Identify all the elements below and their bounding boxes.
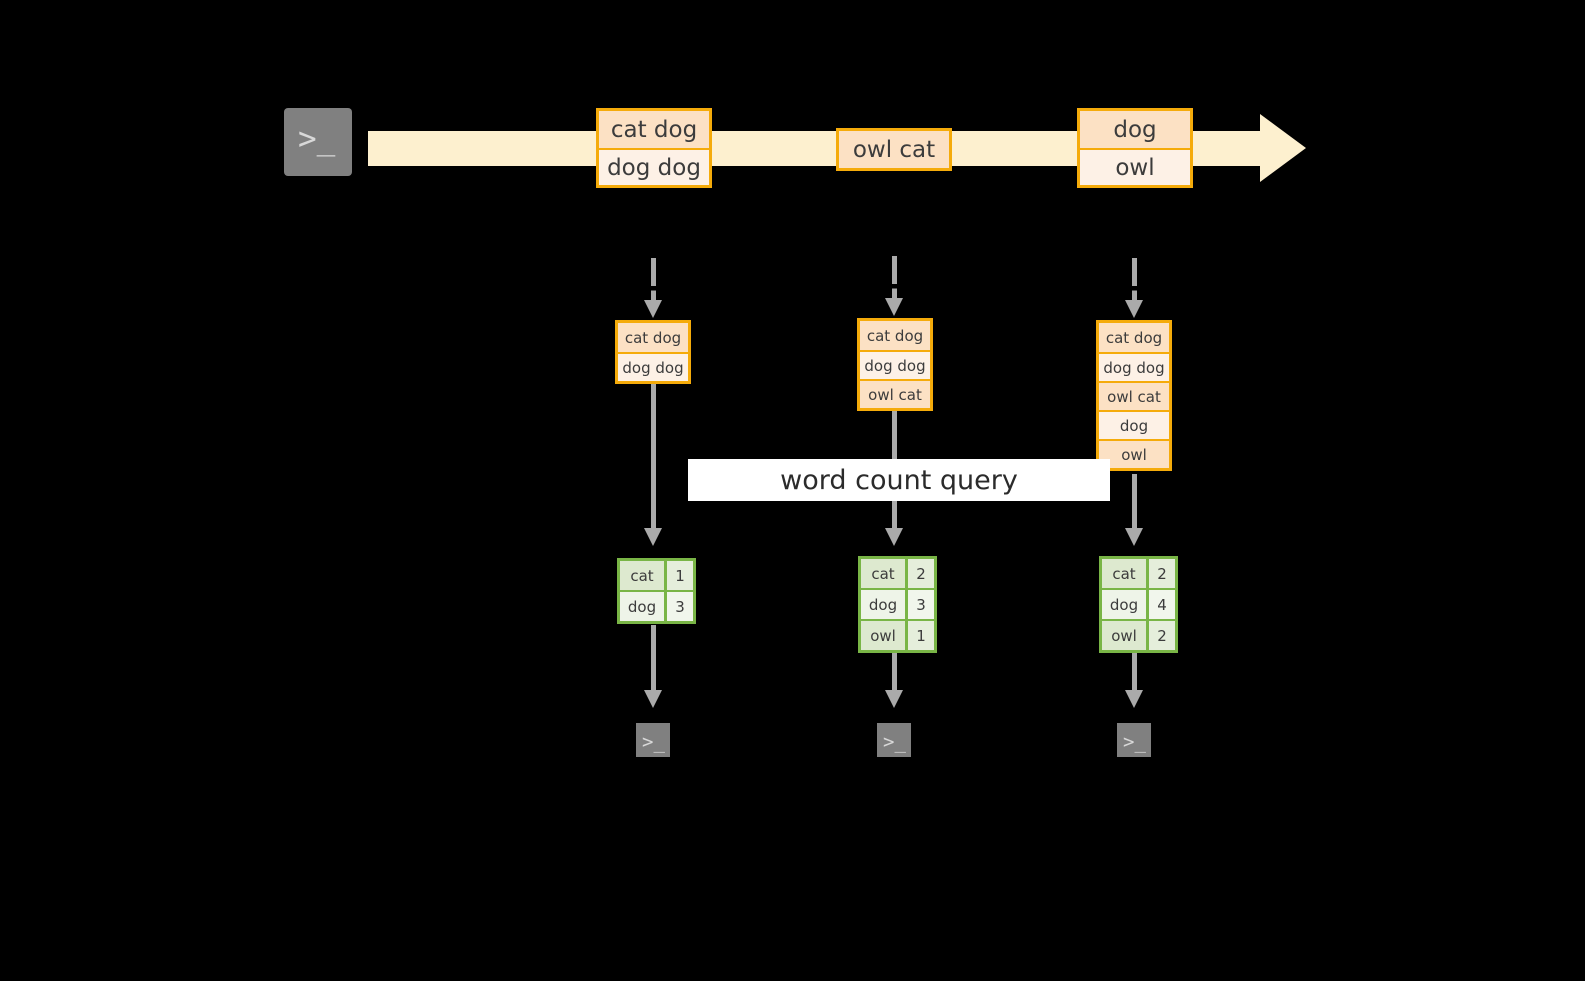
result-word: dog — [1102, 590, 1149, 619]
stream-record: cat dog — [599, 111, 709, 148]
stream-to-state-connector-2 — [892, 256, 897, 301]
stream-record: owl — [1080, 148, 1190, 185]
stream-record: owl cat — [839, 131, 949, 168]
result-table-1: cat 1 dog 3 — [617, 558, 696, 624]
arrowhead-icon — [643, 690, 662, 708]
result-word: cat — [1102, 559, 1149, 588]
state-record: dog dog — [1099, 352, 1169, 381]
state-record: cat dog — [618, 323, 688, 352]
result-count: 3 — [667, 592, 693, 621]
result-count: 1 — [908, 621, 934, 650]
table-row: owl 1 — [861, 619, 934, 650]
result-count: 2 — [908, 559, 934, 588]
state-record: dog — [1099, 410, 1169, 439]
result-count: 2 — [1149, 621, 1175, 650]
state-record: dog dog — [860, 350, 930, 379]
result-count: 4 — [1149, 590, 1175, 619]
arrowhead-icon — [884, 298, 903, 316]
arrowhead-icon — [1124, 300, 1143, 318]
table-row: cat 2 — [1102, 559, 1175, 588]
state-record: owl cat — [860, 379, 930, 408]
stream-to-state-connector-1 — [651, 258, 656, 303]
terminal-prompt-icon: >_ — [1123, 731, 1146, 753]
result-to-sink-connector-1 — [651, 625, 656, 693]
state-to-result-connector-3 — [1132, 474, 1137, 532]
result-count: 3 — [908, 590, 934, 619]
sink-terminal-2[interactable]: >_ — [868, 714, 920, 766]
result-word: cat — [620, 561, 667, 590]
stream-arrowhead-icon — [1260, 114, 1306, 182]
table-row: owl 2 — [1102, 619, 1175, 650]
stream-group-2: owl cat — [836, 128, 952, 171]
state-record: owl cat — [1099, 381, 1169, 410]
table-row: dog 3 — [620, 590, 693, 621]
result-table-3: cat 2 dog 4 owl 2 — [1099, 556, 1178, 653]
terminal-prompt-icon: >_ — [883, 731, 906, 753]
source-terminal[interactable]: >_ — [274, 98, 362, 186]
stream-group-1: cat dog dog dog — [596, 108, 712, 188]
arrowhead-icon — [643, 528, 662, 546]
result-word: dog — [861, 590, 908, 619]
result-word: cat — [861, 559, 908, 588]
result-to-sink-connector-2 — [892, 652, 897, 693]
result-to-sink-connector-3 — [1132, 652, 1137, 693]
arrowhead-icon — [1124, 690, 1143, 708]
table-row: cat 2 — [861, 559, 934, 588]
stream-to-state-connector-3 — [1132, 258, 1137, 303]
result-count: 2 — [1149, 559, 1175, 588]
arrowhead-icon — [643, 300, 662, 318]
accumulated-state-2: cat dog dog dog owl cat — [857, 318, 933, 411]
accumulated-state-1: cat dog dog dog — [615, 320, 691, 384]
accumulated-state-3: cat dog dog dog owl cat dog owl — [1096, 320, 1172, 471]
stream-record: dog dog — [599, 148, 709, 185]
query-label: word count query — [780, 464, 1018, 496]
table-row: dog 4 — [1102, 588, 1175, 619]
query-label-band: word count query — [688, 459, 1110, 501]
stream-record: dog — [1080, 111, 1190, 148]
state-record: cat dog — [860, 321, 930, 350]
arrowhead-icon — [1124, 528, 1143, 546]
result-word: dog — [620, 592, 667, 621]
table-row: dog 3 — [861, 588, 934, 619]
table-row: cat 1 — [620, 561, 693, 590]
result-count: 1 — [667, 561, 693, 590]
terminal-prompt-icon: >_ — [642, 731, 665, 753]
sink-terminal-3[interactable]: >_ — [1108, 714, 1160, 766]
state-record: owl — [1099, 439, 1169, 468]
terminal-prompt-icon: >_ — [298, 121, 336, 157]
sink-terminal-1[interactable]: >_ — [627, 714, 679, 766]
state-record: dog dog — [618, 352, 688, 381]
arrowhead-icon — [884, 690, 903, 708]
state-to-result-connector-1 — [651, 382, 656, 532]
result-word: owl — [861, 621, 908, 650]
result-table-2: cat 2 dog 3 owl 1 — [858, 556, 937, 653]
arrowhead-icon — [884, 528, 903, 546]
result-word: owl — [1102, 621, 1149, 650]
state-record: cat dog — [1099, 323, 1169, 352]
stream-group-3: dog owl — [1077, 108, 1193, 188]
